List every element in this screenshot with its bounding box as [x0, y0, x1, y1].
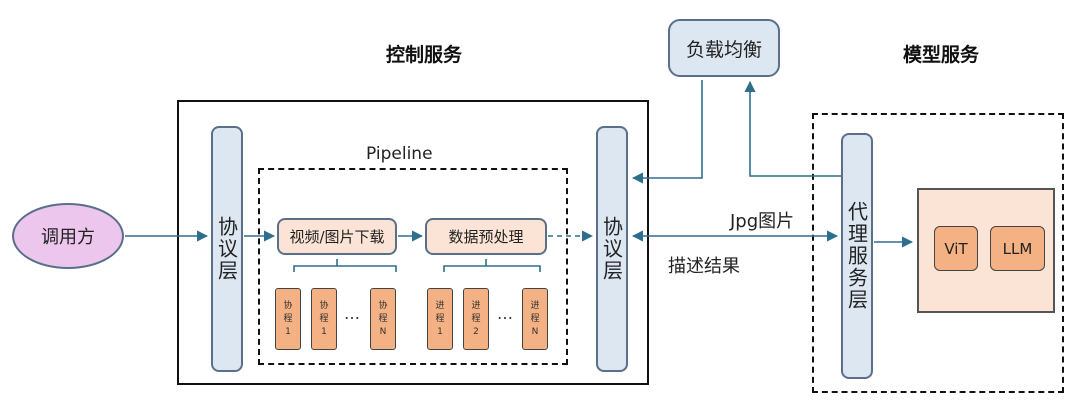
- worker-char: 进: [471, 300, 481, 311]
- protocol-layer-right[interactable]: 协议层: [596, 126, 628, 372]
- worker-char: 协: [319, 300, 329, 311]
- result-edge-label: 描述结果: [668, 256, 740, 277]
- worker-char: 进: [530, 300, 540, 311]
- worker-char: 程: [530, 313, 540, 324]
- worker-char: 2: [473, 326, 479, 337]
- download-stage[interactable]: 视频/图片下载: [277, 218, 397, 255]
- worker-char: N: [531, 326, 539, 337]
- proxy-to-loadbalancer-arrow: [744, 80, 841, 177]
- worker-char: 程: [471, 313, 481, 324]
- load-balancer-node[interactable]: 负载均衡: [668, 19, 780, 77]
- vit-model-label: ViT: [944, 239, 968, 258]
- worker-char: 程: [319, 313, 329, 324]
- caller-node[interactable]: 调用方: [12, 203, 124, 269]
- model-service-title: 模型服务: [903, 44, 980, 66]
- coroutine-worker: 协 程 N: [370, 288, 396, 350]
- preprocess-stage[interactable]: 数据预处理: [425, 218, 547, 255]
- jpg-image-edge-label: Jpg图片: [730, 211, 795, 232]
- load-balancer-label: 负载均衡: [685, 38, 762, 61]
- protocol-layer-right-label: 协议层: [599, 216, 624, 282]
- worker-char: 程: [283, 313, 293, 324]
- protocol-layer-left[interactable]: 协议层: [211, 126, 243, 372]
- process-worker: 进 程 N: [522, 288, 548, 350]
- coroutine-worker: 协 程 1: [311, 288, 337, 350]
- coroutine-worker: 协 程 1: [275, 288, 301, 350]
- worker-char: 程: [435, 313, 445, 324]
- process-worker: 进 程 1: [427, 288, 453, 350]
- caller-label: 调用方: [41, 227, 95, 248]
- control-service-container: [177, 100, 649, 385]
- loadbalancer-to-protocol-arrow: [631, 80, 703, 184]
- worker-char: 1: [437, 326, 443, 337]
- download-stage-label: 视频/图片下载: [289, 228, 385, 246]
- worker-char: N: [379, 326, 387, 337]
- download-ellipsis: …: [344, 304, 360, 323]
- model-service-container: [812, 113, 1064, 393]
- download-bracket: [293, 265, 397, 272]
- worker-char: 程: [378, 313, 388, 324]
- worker-char: 协: [378, 300, 388, 311]
- worker-char: 进: [435, 300, 445, 311]
- vit-model[interactable]: ViT: [934, 226, 978, 271]
- control-service-title: 控制服务: [386, 44, 463, 66]
- proxy-service-layer[interactable]: 代理服务层: [841, 133, 873, 379]
- llm-model-label: LLM: [1002, 239, 1033, 258]
- preprocess-bracket: [443, 265, 541, 272]
- pipeline-label: Pipeline: [366, 144, 433, 164]
- process-worker: 进 程 2: [463, 288, 489, 350]
- worker-char: 协: [283, 300, 293, 311]
- llm-model[interactable]: LLM: [990, 226, 1045, 271]
- protocol-layer-left-label: 协议层: [214, 216, 239, 282]
- proxy-service-layer-label: 代理服务层: [844, 201, 869, 311]
- pipeline-container: [258, 168, 568, 365]
- preprocess-ellipsis: …: [497, 304, 513, 323]
- worker-char: 1: [285, 326, 291, 337]
- worker-char: 1: [321, 326, 327, 337]
- preprocess-stage-label: 数据预处理: [448, 228, 524, 246]
